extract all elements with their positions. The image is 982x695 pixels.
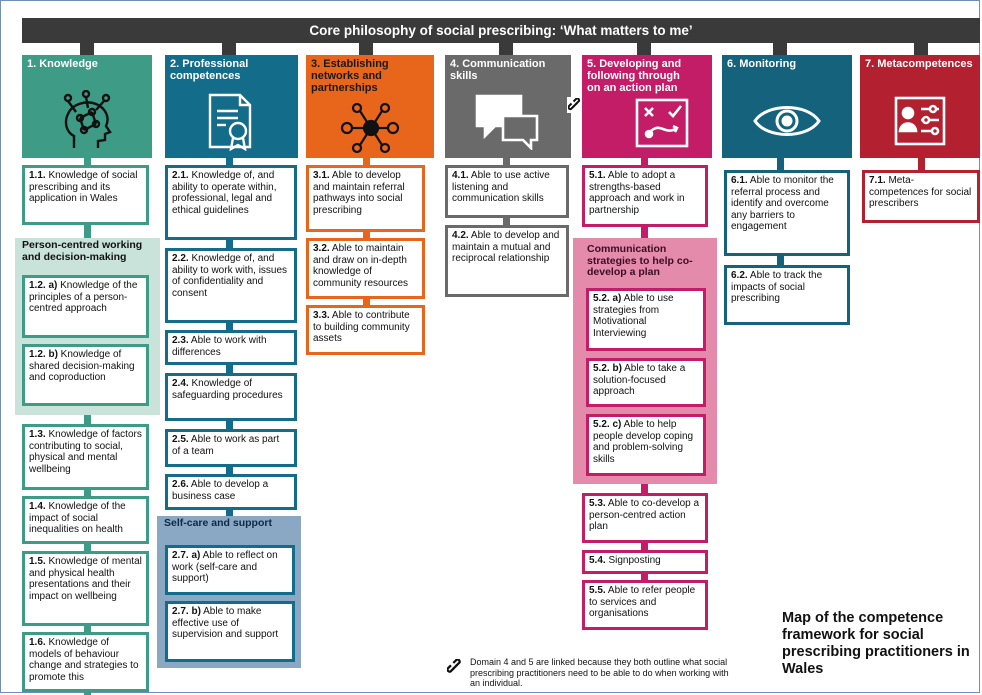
competence-2-6: 2.6. Able to develop a business case	[165, 474, 297, 510]
competence-5-3: 5.3. Able to co-develop a person-centred…	[582, 493, 708, 543]
banner-stub	[222, 43, 236, 55]
link-footnote: Domain 4 and 5 are linked because they b…	[470, 657, 729, 688]
banner-stub	[637, 43, 651, 55]
competence-2-1: 2.1. Knowledge of, and ability to operat…	[165, 165, 297, 240]
competence-2-2: 2.2. Knowledge of, and ability to work w…	[165, 248, 297, 323]
competence-5-4: 5.4. Signposting	[582, 550, 708, 574]
domain5-title: 5. Developing and following through on a…	[587, 58, 682, 94]
competence-2-4: 2.4. Knowledge of safeguarding procedure…	[165, 373, 297, 421]
competence-6-2: 6.2. Able to track the impacts of social…	[724, 265, 850, 325]
competence-6-1: 6.1. Able to monitor the referral proces…	[724, 170, 850, 256]
domain4-header: 4. Communication skills	[445, 55, 571, 158]
group-self-care-label: Self-care and support	[164, 517, 272, 529]
competence-4-1: 4.1. Able to use active listening and co…	[445, 165, 569, 218]
strategy-board-icon	[622, 94, 702, 152]
banner-stub	[773, 43, 787, 55]
competence-1-2b: 1.2. b) Knowledge of shared decision-mak…	[22, 344, 149, 406]
competence-1-2a: 1.2. a) Knowledge of the principles of a…	[22, 275, 149, 338]
domain2-title: 2. Professional competences	[170, 58, 249, 82]
domain4-title: 4. Communication skills	[450, 58, 546, 82]
certificate-document-icon	[165, 88, 298, 154]
head-network-icon	[22, 88, 152, 154]
competence-2-5: 2.5. Able to work as part of a team	[165, 429, 297, 467]
domain6-title: 6. Monitoring	[727, 58, 797, 70]
speech-bubbles-icon	[445, 88, 571, 154]
competence-1-1: 1.1. Knowledge of social prescribing and…	[22, 165, 149, 225]
domain7-header: 7. Metacompetences	[860, 55, 980, 158]
competence-1-6: 1.6. Knowledge of models of behaviour ch…	[22, 632, 149, 692]
map-title: Map of the competence framework for soci…	[782, 610, 970, 677]
competence-3-3: 3.3. Able to contribute to building comm…	[306, 305, 425, 355]
competence-5-5: 5.5. Able to refer people to services an…	[582, 580, 708, 630]
core-philosophy-banner: Core philosophy of social prescribing: ‘…	[22, 18, 980, 43]
domain1-title: 1. Knowledge	[27, 58, 98, 70]
competence-3-2: 3.2. Able to maintain and draw on in-dep…	[306, 238, 425, 299]
competence-2-7b: 2.7. b) Able to make effective use of su…	[165, 601, 295, 662]
chain-link-icon	[446, 658, 463, 680]
eye-icon	[722, 88, 852, 154]
banner-stub	[499, 43, 513, 55]
competence-5-2a: 5.2. a) Able to use strategies from Moti…	[586, 288, 706, 351]
domain5-header: 5. Developing and following through on a…	[582, 55, 712, 158]
network-hub-icon	[306, 100, 434, 156]
competence-2-3: 2.3. Able to work with differences	[165, 330, 297, 365]
competence-3-1: 3.1. Able to develop and maintain referr…	[306, 165, 425, 232]
profile-settings-icon	[860, 88, 980, 154]
banner-stub	[914, 43, 928, 55]
competence-7-1: 7.1. Meta-competences for social prescri…	[862, 170, 980, 223]
banner-stub	[80, 43, 94, 55]
banner-stub	[359, 43, 373, 55]
domain7-title: 7. Metacompetences	[865, 58, 973, 70]
competence-5-2b: 5.2. b) Able to take a solution-focused …	[586, 358, 706, 407]
competence-1-3: 1.3. Knowledge of factors contributing t…	[22, 424, 149, 490]
competence-2-7a: 2.7. a) Able to reflect on work (self-ca…	[165, 545, 295, 595]
competence-1-5: 1.5. Knowledge of mental and physical he…	[22, 551, 149, 626]
competence-4-2: 4.2. Able to develop and maintain a mutu…	[445, 225, 569, 297]
competence-5-2c: 5.2. c) Able to help people develop copi…	[586, 414, 706, 476]
domain3-title: 3. Establishing networks and partnership…	[311, 58, 389, 94]
competence-5-1: 5.1. Able to adopt a strengths-based app…	[582, 165, 708, 227]
domain3-header: 3. Establishing networks and partnership…	[306, 55, 434, 158]
chain-link-icon	[567, 97, 583, 113]
domain6-header: 6. Monitoring	[722, 55, 852, 158]
group-communication-strategies-label: Communication strategies to help co-deve…	[587, 243, 693, 278]
domain2-header: 2. Professional competences	[165, 55, 298, 158]
group-person-centred-label: Person-centred working and decision-maki…	[22, 239, 143, 263]
competence-1-4: 1.4. Knowledge of the impact of social i…	[22, 496, 149, 544]
domain7-connector	[918, 155, 925, 175]
domain1-header: 1. Knowledge	[22, 55, 152, 158]
